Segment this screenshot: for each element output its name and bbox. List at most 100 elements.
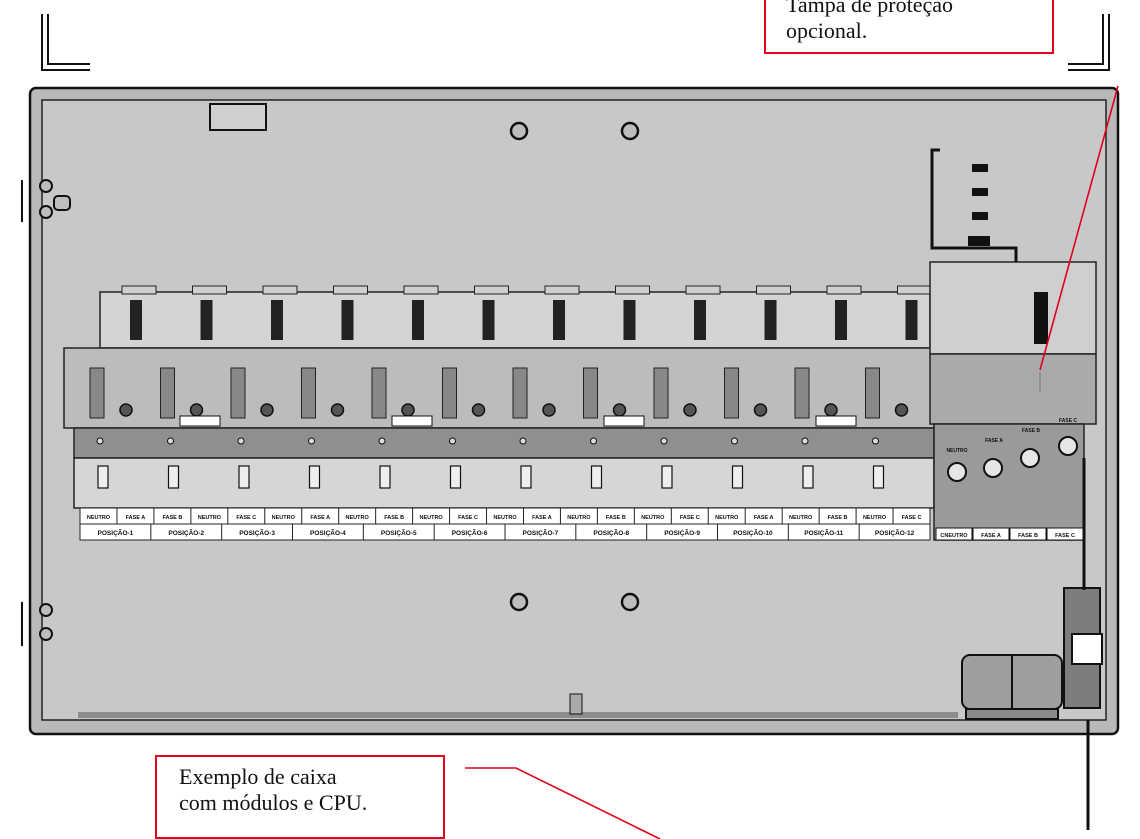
rack-top-tab xyxy=(262,285,298,295)
terminal-slot xyxy=(590,465,603,489)
module-connector xyxy=(341,300,354,340)
rack-top-tab xyxy=(192,285,227,295)
terminal-label: FASE A xyxy=(310,515,330,521)
rack-top-tab xyxy=(403,285,439,295)
terminal-label: FASE A xyxy=(126,515,146,521)
terminal-label: FASE C xyxy=(680,515,700,521)
rail-hole xyxy=(167,437,174,445)
module-clip xyxy=(512,367,528,419)
terminal-label: FASE B xyxy=(162,515,182,521)
rack-top-tab xyxy=(544,285,580,295)
latch-tab xyxy=(179,415,221,427)
module-screw xyxy=(753,403,768,417)
terminal-slot xyxy=(167,465,180,489)
position-label: POSIÇÃO-7 xyxy=(523,528,559,537)
rail-hole xyxy=(519,437,527,445)
latch-tab xyxy=(603,415,645,427)
terminal-label: NEUTRO xyxy=(715,515,739,521)
callout-protection-cover: Tampa de proteção opcional. xyxy=(764,0,1054,54)
terminal-label-layer: NEUTRO FASE A FASE B NEUTRO FASE C NEUTRO FASE… xyxy=(79,508,922,524)
terminal-slot xyxy=(238,465,250,489)
terminal-label: FASE C xyxy=(236,515,256,521)
cpu-label-cell xyxy=(972,527,1010,541)
rail-hole xyxy=(378,437,386,445)
cpu-bottom-label: FASE A xyxy=(981,533,1001,539)
terminal-label: NEUTRO xyxy=(493,515,517,521)
module-connector xyxy=(835,300,847,340)
cpu-top-label: FASE B xyxy=(1022,428,1040,434)
latch-tab xyxy=(391,415,433,427)
terminal-slot xyxy=(97,465,109,489)
terminal-label: NEUTRO xyxy=(641,515,665,521)
module-clip xyxy=(794,367,810,419)
module-screw xyxy=(260,403,274,417)
terminal-label: FASE A xyxy=(754,515,774,521)
module-screw xyxy=(542,403,556,417)
module-clip xyxy=(653,367,669,419)
terminal-label: NEUTRO xyxy=(272,515,296,521)
module-screw xyxy=(612,403,627,417)
position-label: POSIÇÃO-2 xyxy=(168,528,204,537)
rack-top-tab xyxy=(756,285,791,295)
module-connector xyxy=(271,300,283,340)
position-label: POSIÇÃO-3 xyxy=(239,528,275,537)
leader-line-bottom xyxy=(465,767,661,839)
terminal-label: FASE A xyxy=(532,515,552,521)
rack-top-tab xyxy=(897,285,932,295)
module-screw xyxy=(189,403,204,417)
module-screw xyxy=(824,403,838,417)
terminal-label: FASE B xyxy=(828,515,848,521)
callout-top-line1: Tampa de proteção xyxy=(786,0,954,17)
terminal-slot xyxy=(520,465,532,489)
rack-top-tab xyxy=(826,285,862,295)
module-clip xyxy=(724,367,739,419)
rail-hole xyxy=(449,437,456,445)
latch-tab xyxy=(815,415,857,427)
position-label: POSIÇÃO-1 xyxy=(98,528,134,537)
callout-bottom-line1: Exemplo de caixa xyxy=(179,764,337,789)
terminal-slot xyxy=(872,465,885,489)
rack-top-tab xyxy=(474,285,509,295)
callout-box-example: Exemplo de caixa com módulos e CPU. xyxy=(155,755,445,839)
module-connector xyxy=(412,300,424,340)
rack-top-tab xyxy=(333,285,368,295)
module-clip xyxy=(230,367,246,419)
rail-hole xyxy=(308,437,315,445)
cpu-top-label: FASE A xyxy=(985,438,1003,444)
callout-bottom-line2: com módulos e CPU. xyxy=(179,790,368,815)
rack-top-tab xyxy=(685,285,721,295)
terminal-slot xyxy=(308,465,321,489)
module-connector xyxy=(482,300,495,340)
terminal-label: NEUTRO xyxy=(863,515,887,521)
rail-hole xyxy=(237,437,245,445)
rail-hole xyxy=(801,437,809,445)
position-label: POSIÇÃO-9 xyxy=(664,528,700,537)
rail-hole xyxy=(731,437,738,445)
cpu-label-cell xyxy=(1009,527,1047,541)
position-label: POSIÇÃO-6 xyxy=(452,528,488,537)
module-clip xyxy=(89,367,105,419)
mounting-bracket-right xyxy=(1068,14,1110,71)
rack-details xyxy=(89,285,932,489)
cable-gland xyxy=(961,458,1103,830)
module-connector xyxy=(905,300,918,340)
module-connector xyxy=(553,300,565,340)
position-label: POSIÇÃO-10 xyxy=(733,528,773,537)
module-screw xyxy=(894,403,909,417)
module-screw xyxy=(471,403,486,417)
rail-hole xyxy=(590,437,597,445)
terminal-label: NEUTRO xyxy=(567,515,591,521)
mounting-bracket-left xyxy=(41,14,90,71)
terminal-label: NEUTRO xyxy=(87,515,111,521)
module-screw xyxy=(683,403,697,417)
cpu-module xyxy=(929,148,1097,541)
cpu-top-label: NEUTRO xyxy=(946,448,967,454)
module-connector xyxy=(130,300,142,340)
terminal-label: FASE C xyxy=(902,515,922,521)
terminal-label: NEUTRO xyxy=(789,515,813,521)
module-connector xyxy=(694,300,706,340)
bottom-fins xyxy=(78,693,958,718)
